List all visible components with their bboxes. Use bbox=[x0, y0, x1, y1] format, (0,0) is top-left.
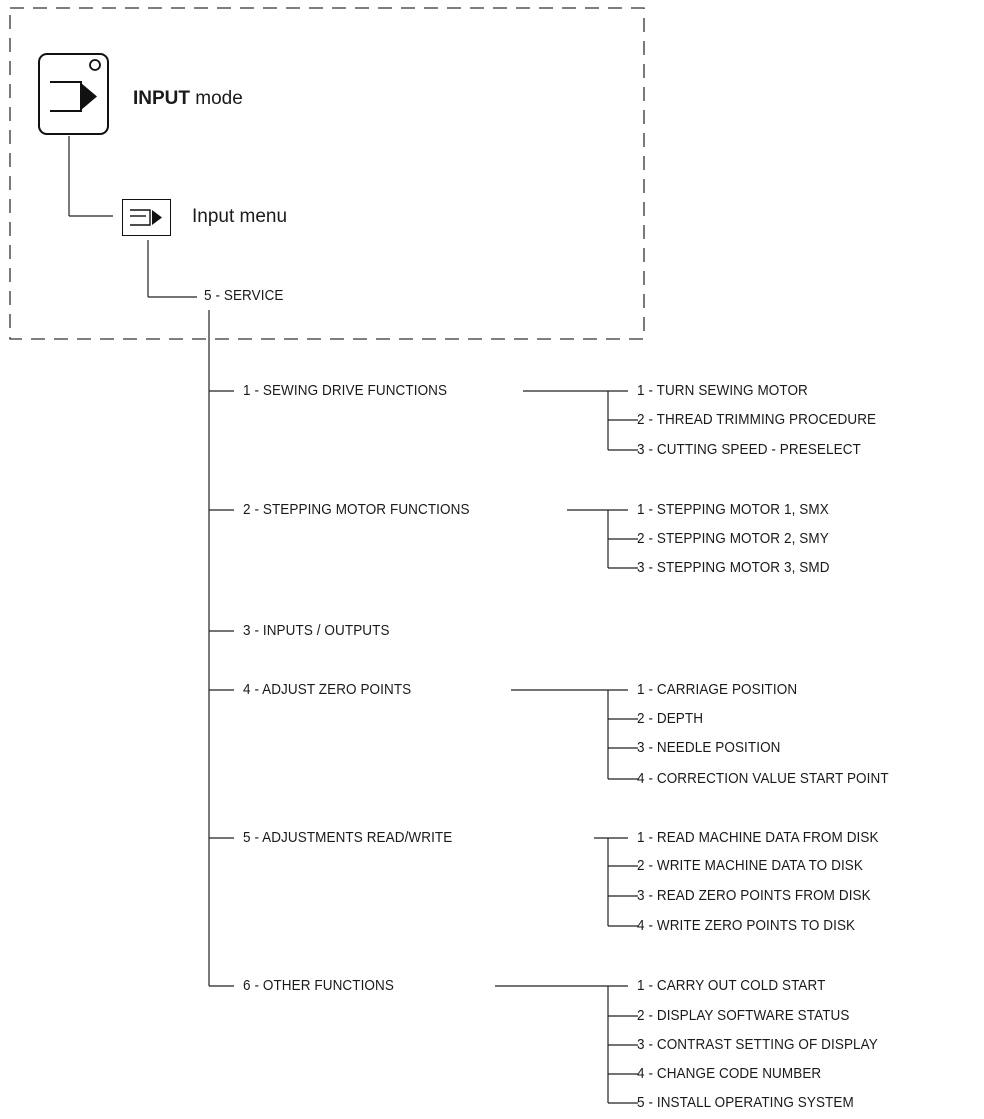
menu-item-5-2[interactable]: 2 - WRITE MACHINE DATA TO DISK bbox=[637, 857, 863, 874]
menu-item-2-3[interactable]: 3 - STEPPING MOTOR 3, SMD bbox=[637, 559, 830, 576]
menu-item-2-1[interactable]: 1 - STEPPING MOTOR 1, SMX bbox=[637, 501, 829, 518]
menu-item-4-1[interactable]: 1 - CARRIAGE POSITION bbox=[637, 681, 798, 698]
menu-item-6-2[interactable]: 2 - DISPLAY SOFTWARE STATUS bbox=[637, 1007, 850, 1024]
input-menu-title: Input menu bbox=[192, 206, 288, 227]
group-label-2[interactable]: 2 - STEPPING MOTOR FUNCTIONS bbox=[243, 501, 470, 518]
menu-item-5-4[interactable]: 4 - WRITE ZERO POINTS TO DISK bbox=[637, 917, 856, 934]
menu-item-6-1[interactable]: 1 - CARRY OUT COLD START bbox=[637, 977, 826, 994]
menu-item-1-2[interactable]: 2 - THREAD TRIMMING PROCEDURE bbox=[637, 411, 877, 428]
group-label-5[interactable]: 5 - ADJUSTMENTS READ/WRITE bbox=[243, 829, 453, 846]
service-menu-label[interactable]: 5 - SERVICE bbox=[204, 287, 284, 304]
menu-item-4-4[interactable]: 4 - CORRECTION VALUE START POINT bbox=[637, 770, 889, 787]
input-menu-icon bbox=[122, 199, 171, 236]
menu-item-4-2[interactable]: 2 - DEPTH bbox=[637, 710, 704, 727]
input-mode-title: INPUT mode bbox=[133, 88, 243, 109]
group-label-4[interactable]: 4 - ADJUST ZERO POINTS bbox=[243, 681, 412, 698]
input-mode-key-icon bbox=[38, 53, 109, 135]
menu-item-1-1[interactable]: 1 - TURN SEWING MOTOR bbox=[637, 382, 808, 399]
group-label-6[interactable]: 6 - OTHER FUNCTIONS bbox=[243, 977, 394, 994]
menu-item-5-1[interactable]: 1 - READ MACHINE DATA FROM DISK bbox=[637, 829, 879, 846]
menu-item-4-3[interactable]: 3 - NEEDLE POSITION bbox=[637, 739, 781, 756]
menu-item-2-2[interactable]: 2 - STEPPING MOTOR 2, SMY bbox=[637, 530, 829, 547]
group-label-3[interactable]: 3 - INPUTS / OUTPUTS bbox=[243, 622, 390, 639]
menu-item-6-4[interactable]: 4 - CHANGE CODE NUMBER bbox=[637, 1065, 822, 1082]
menu-item-1-3[interactable]: 3 - CUTTING SPEED - PRESELECT bbox=[637, 441, 861, 458]
menu-item-6-5[interactable]: 5 - INSTALL OPERATING SYSTEM bbox=[637, 1094, 854, 1111]
group-label-1[interactable]: 1 - SEWING DRIVE FUNCTIONS bbox=[243, 382, 448, 399]
menu-item-6-3[interactable]: 3 - CONTRAST SETTING OF DISPLAY bbox=[637, 1036, 878, 1053]
menu-item-5-3[interactable]: 3 - READ ZERO POINTS FROM DISK bbox=[637, 887, 871, 904]
